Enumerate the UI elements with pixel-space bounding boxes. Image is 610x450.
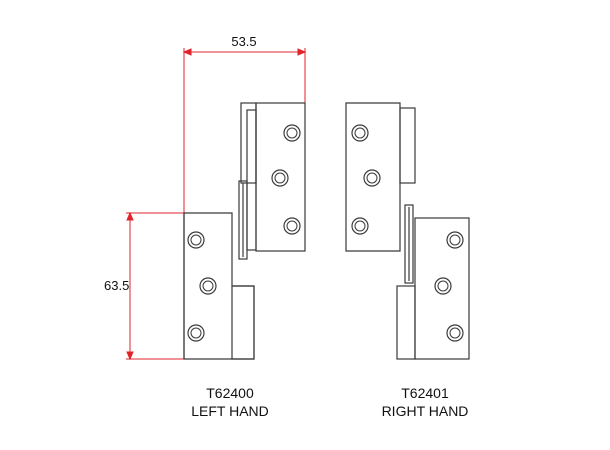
right-hinge-screw-holes [351,124,464,342]
right-hand-hinge [345,102,470,360]
left-hinge-code: T62400 [206,385,254,401]
right-hinge-hand: RIGHT HAND [381,403,469,419]
left-hand-hinge [183,102,306,360]
dimension-height [126,211,184,361]
right-hinge-caption: T62401 RIGHT HAND [355,384,495,420]
left-hinge-caption: T62400 LEFT HAND [160,384,300,420]
dimension-width [182,48,307,213]
dimension-height-label: 63.5 [104,278,129,293]
right-hinge-code: T62401 [401,385,449,401]
left-hinge-screw-holes [187,124,301,342]
dimension-width-label: 53.5 [231,34,256,49]
left-hinge-hand: LEFT HAND [191,403,269,419]
